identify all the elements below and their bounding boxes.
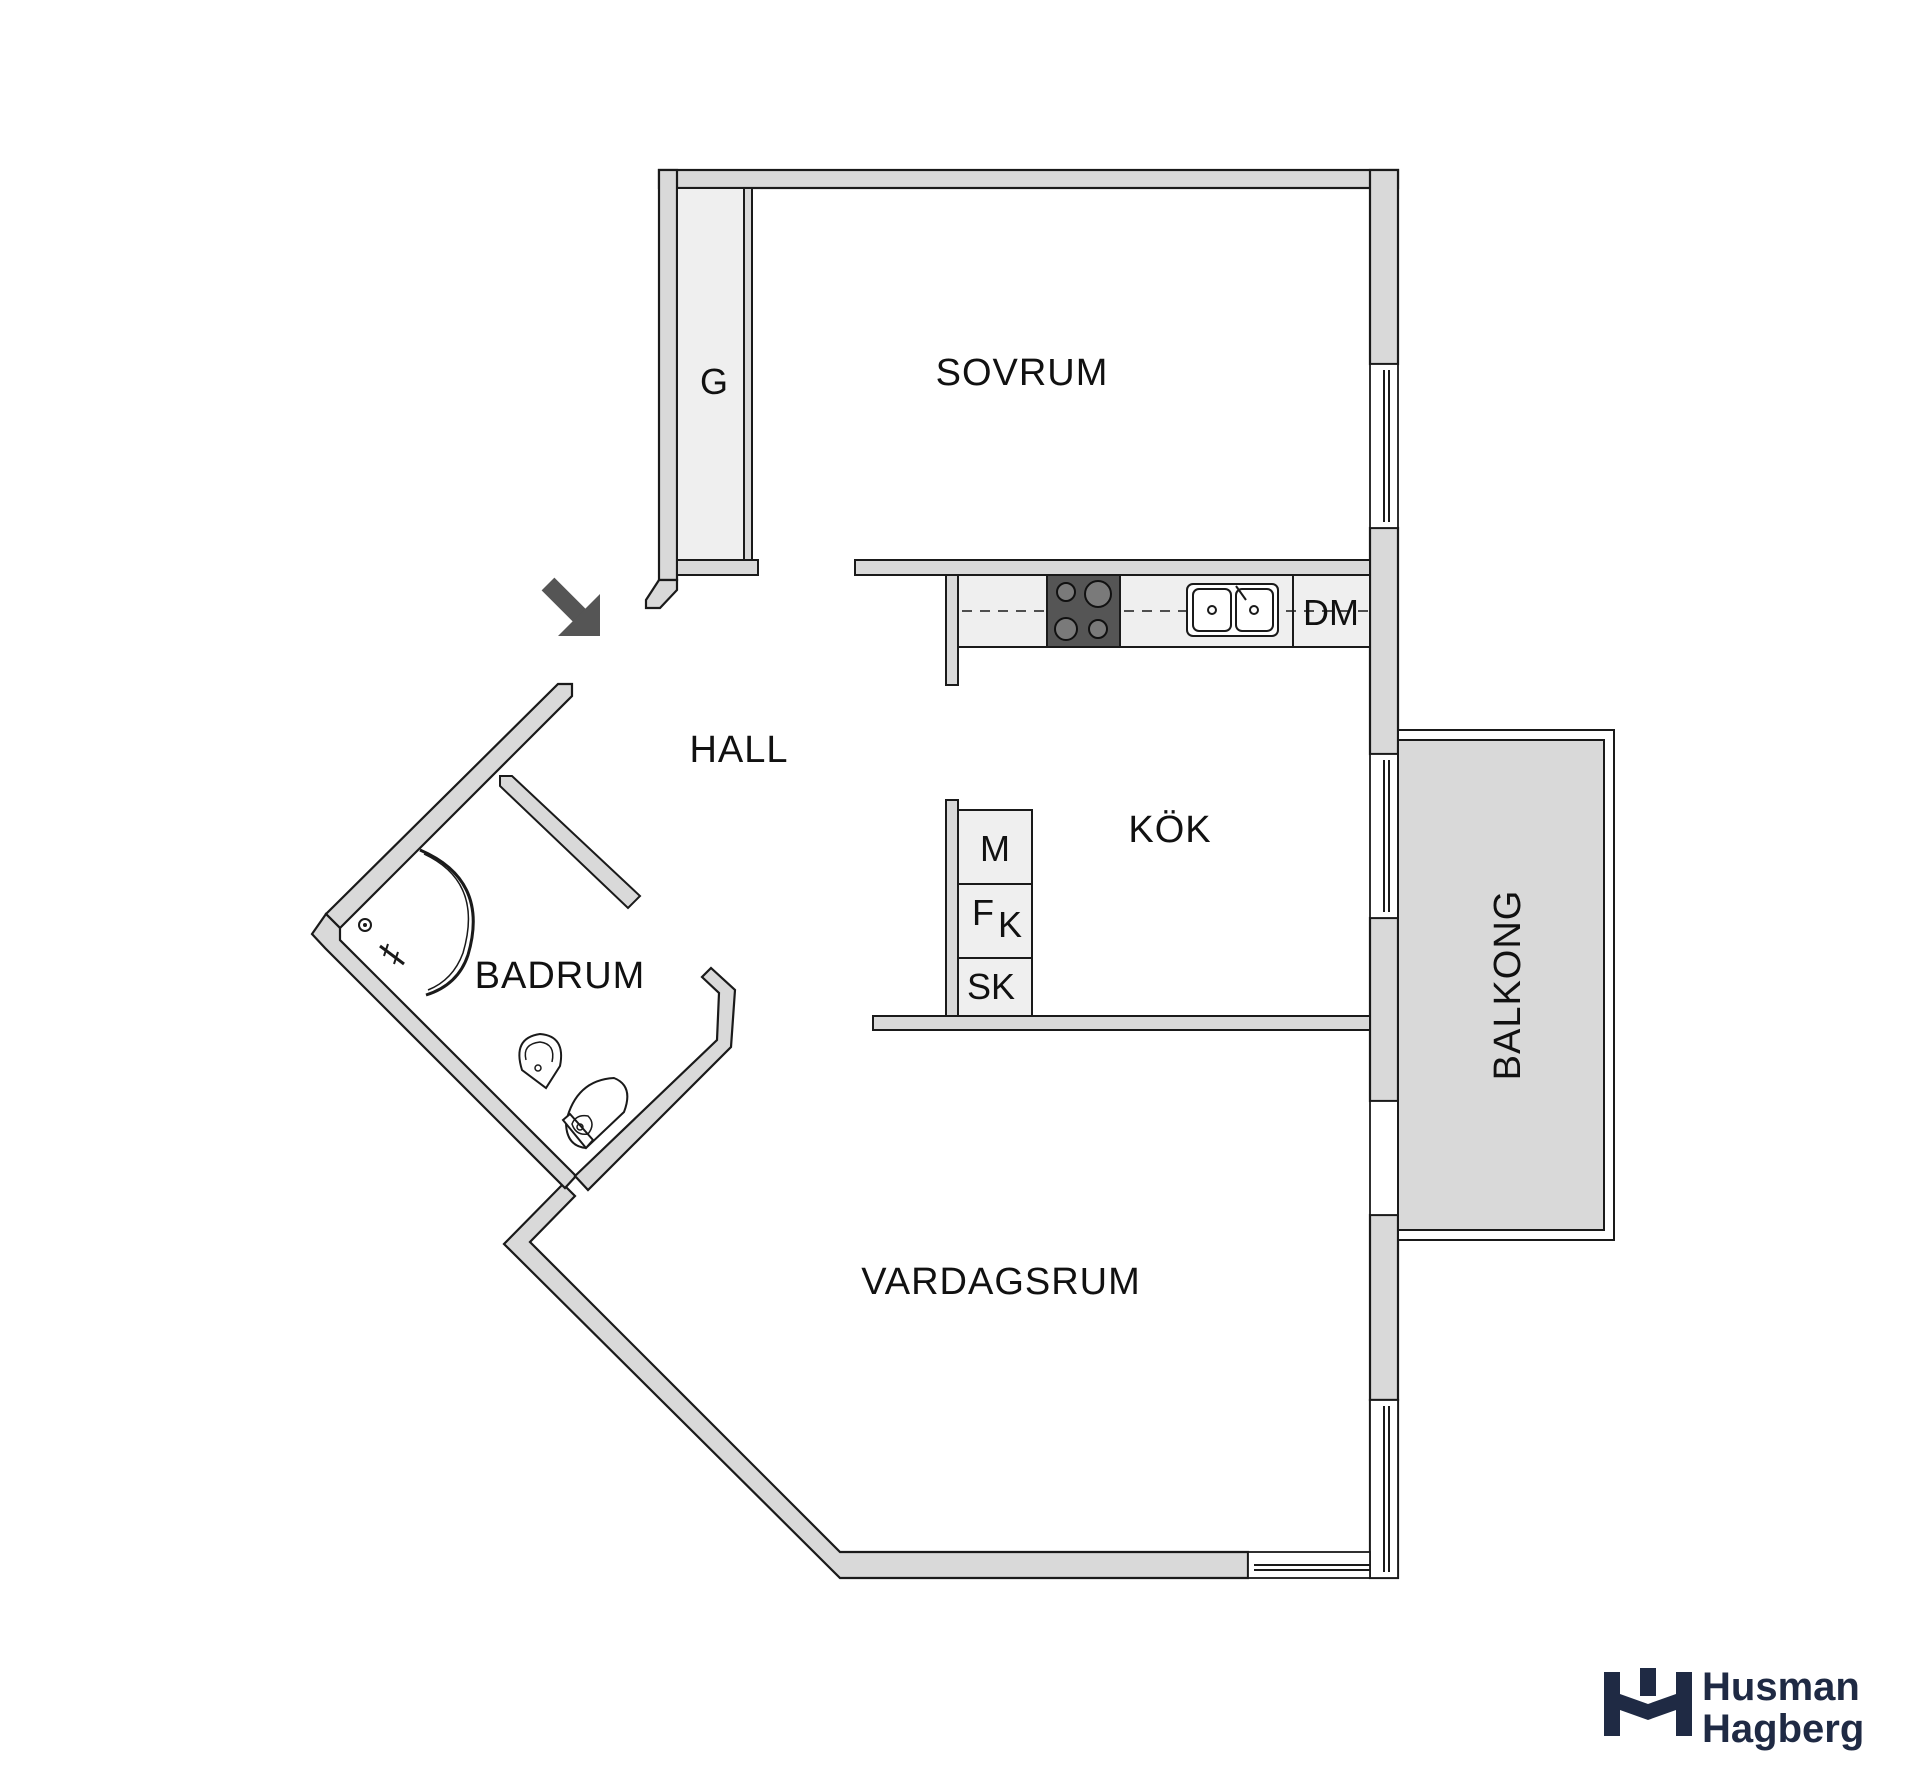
wall-top xyxy=(657,168,1400,190)
closet xyxy=(676,187,745,561)
balcony-floor xyxy=(1397,739,1605,1231)
entrance-arrow-icon xyxy=(541,577,600,636)
wall-bedroom-kitchen xyxy=(854,559,1371,576)
wall-kitchen-living xyxy=(872,1015,1371,1031)
balcony xyxy=(1397,729,1615,1241)
wall-bathroom-inner xyxy=(499,775,642,910)
appliance-column xyxy=(957,809,1033,1017)
fixture-label-g: G xyxy=(700,361,728,402)
brand-mark-icon xyxy=(1604,1668,1692,1736)
room-label-balkong: BALKONG xyxy=(1487,890,1529,1081)
fixture-label-f: F xyxy=(972,892,994,933)
interior-walls xyxy=(499,187,1371,1031)
wall-left-upper xyxy=(657,168,679,582)
sink-icon xyxy=(1186,583,1279,637)
fixture-label-m: M xyxy=(980,828,1010,869)
wall-right-3 xyxy=(1368,916,1400,1103)
wall-kitchen-left-lower xyxy=(945,799,959,1019)
wall-right-2 xyxy=(1368,526,1400,756)
wall-bathroom-right xyxy=(573,966,737,1192)
wall-bottom-diagonal xyxy=(502,1182,1250,1580)
balcony-door xyxy=(1369,1100,1399,1216)
fixture-label-dm: DM xyxy=(1303,592,1359,633)
brand-line1: Husman xyxy=(1702,1665,1860,1709)
room-label-kok: KÖK xyxy=(1128,809,1211,851)
kitchen-appliances: M F K SK xyxy=(957,809,1033,1017)
room-label-vardagsrum: VARDAGSRUM xyxy=(861,1261,1141,1303)
stove-icon xyxy=(1046,574,1121,648)
bathroom-fixtures xyxy=(358,848,629,1150)
exterior-walls xyxy=(310,168,1400,1580)
kitchen-counter: DM xyxy=(957,574,1371,648)
fixture-label-sk: SK xyxy=(967,966,1015,1007)
brand-logo: Husman Hagberg xyxy=(1604,1665,1864,1751)
wall-entrance-stub xyxy=(644,578,679,610)
room-labels: SOVRUM G HALL KÖK BADRUM VARDAGSRUM BALK… xyxy=(475,352,1529,1303)
fixture-label-k: K xyxy=(998,904,1022,945)
shower-tap-icon xyxy=(379,943,405,966)
wall-diagonal-upper xyxy=(324,682,574,930)
wall-closet-right xyxy=(743,187,753,561)
room-label-sovrum: SOVRUM xyxy=(936,352,1109,394)
wall-right-4 xyxy=(1368,1213,1400,1402)
washbasin-icon xyxy=(518,1032,562,1090)
wall-bathroom-outer xyxy=(310,912,578,1190)
room-label-hall: HALL xyxy=(689,729,788,771)
room-label-badrum: BADRUM xyxy=(475,955,646,997)
wall-kitchen-left-upper xyxy=(945,574,959,686)
wall-right-1 xyxy=(1368,168,1400,366)
brand-line2: Hagberg xyxy=(1702,1707,1864,1751)
windows xyxy=(1247,363,1399,1579)
toilet-icon xyxy=(561,1076,629,1150)
wall-bedroom-hall-left xyxy=(676,559,759,576)
shower-screen xyxy=(419,848,475,997)
